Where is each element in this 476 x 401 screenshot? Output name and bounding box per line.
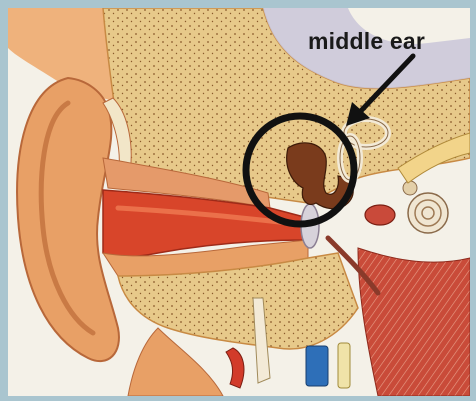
neck-muscle	[358, 248, 470, 396]
lower-vessel-red	[226, 348, 244, 388]
ear-anatomy-illustration	[8, 8, 470, 396]
middle-ear-label: middle ear	[308, 28, 425, 55]
jugular-vein	[306, 346, 328, 386]
carotid-artery	[338, 343, 350, 388]
diagram-panel: middle ear	[8, 8, 470, 396]
